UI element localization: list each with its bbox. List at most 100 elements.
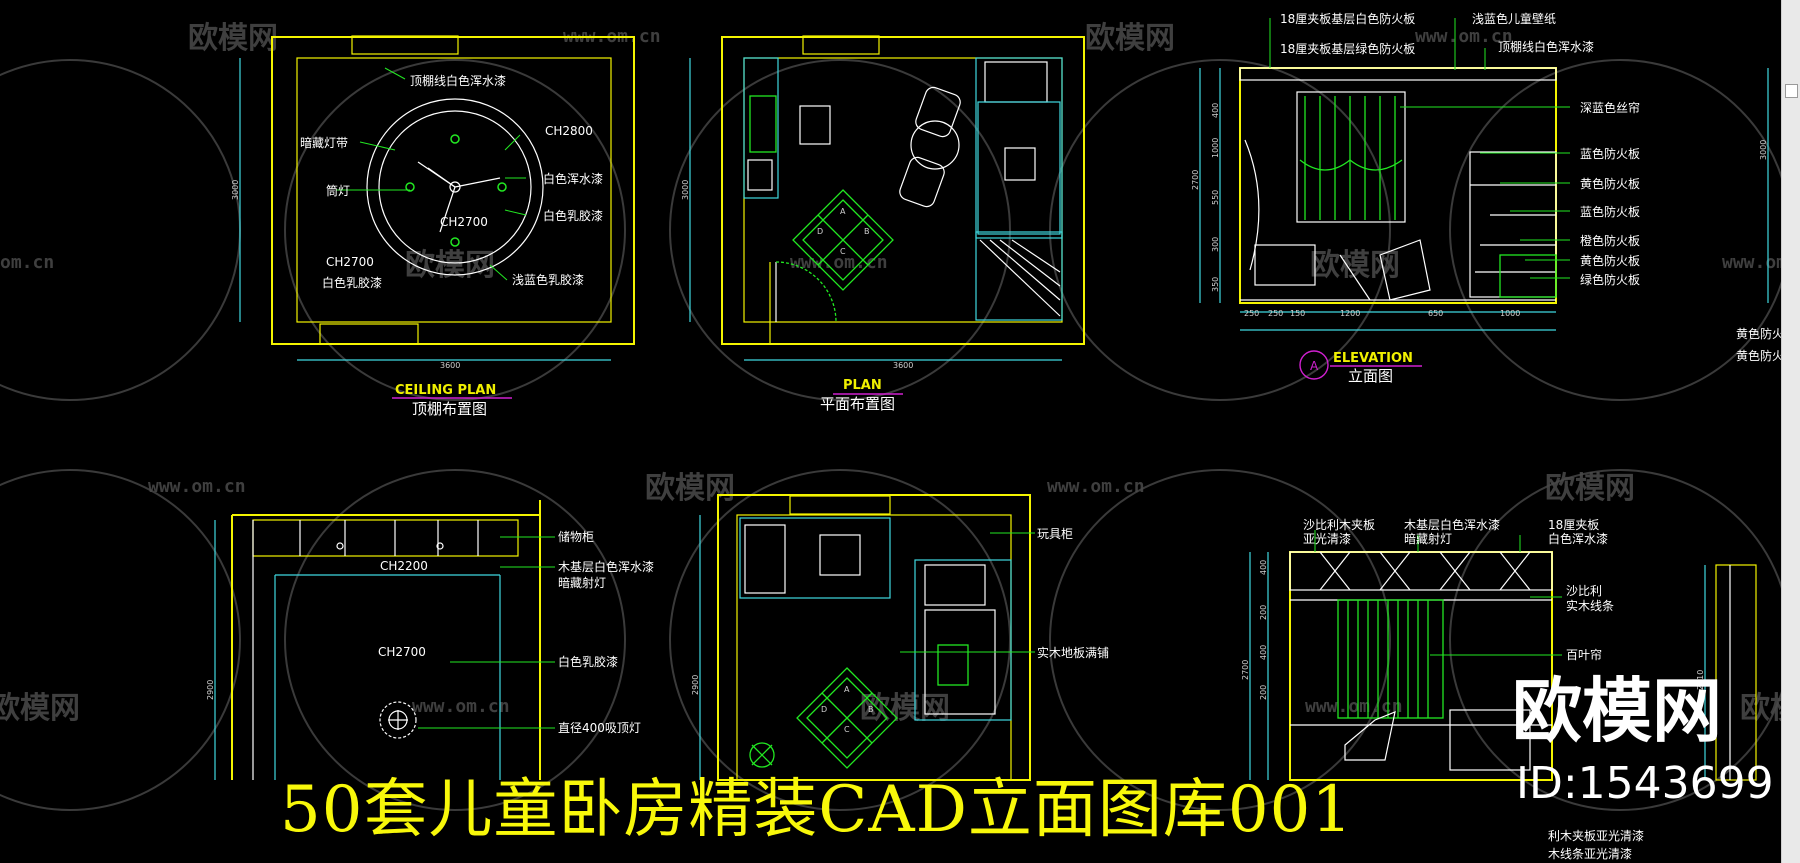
ceiling-plan-title-en: CEILING PLAN — [395, 383, 496, 398]
bed-icon — [739, 517, 891, 599]
elevation-marker-letter: A — [1310, 359, 1319, 373]
elevation2-label: 暗藏射灯 — [1404, 531, 1452, 546]
watermark-url: www.om.cn — [1047, 476, 1145, 497]
svg-text:D: D — [821, 705, 827, 714]
elevation-label: 顶棚线白色浑水漆 — [1498, 39, 1594, 54]
svg-text:250: 250 — [1244, 309, 1259, 318]
dim-height: 3000 — [681, 180, 690, 200]
svg-text:1000: 1000 — [1500, 309, 1520, 318]
elevation-label: 18厘夹板基层白色防火板 — [1280, 11, 1415, 26]
ceiling-label: 白色浑水漆 — [543, 171, 603, 186]
ceiling-light-icon — [379, 701, 417, 739]
chair-icon — [899, 86, 961, 208]
vertical-scrollbar[interactable] — [1781, 0, 1800, 863]
edge-label: 黄色防火板 — [1736, 326, 1782, 341]
scrollbar-thumb[interactable] — [1785, 84, 1798, 98]
svg-text:2700: 2700 — [1241, 660, 1250, 680]
plan2-label: 实木地板满铺 — [1037, 645, 1109, 660]
desk-icon — [914, 559, 1012, 721]
watermark-url: www.om.cn — [412, 696, 510, 717]
edge-label: 黄色防火板 — [1736, 348, 1782, 363]
elevation2-label: 利木夹板亚光清漆 — [1548, 829, 1644, 843]
svg-text:200: 200 — [1259, 685, 1268, 700]
ceiling-label: 浅蓝色乳胶漆 — [512, 272, 584, 287]
svg-text:200: 200 — [1259, 605, 1268, 620]
curtain-icon — [1296, 91, 1406, 223]
watermark-brand: 欧模网 — [860, 691, 950, 726]
plan2-label: 玩具柜 — [1037, 527, 1073, 541]
svg-text:400: 400 — [1259, 645, 1268, 660]
svg-text:300: 300 — [1211, 237, 1220, 252]
ceiling2-label: 储物柜 — [558, 529, 594, 544]
ceiling2-label: 暗藏射灯 — [558, 575, 606, 590]
blinds-icon — [1337, 599, 1444, 719]
ceiling2-label: 木基层白色浑水漆 — [558, 559, 654, 574]
plan-title-en: PLAN — [843, 378, 882, 393]
floor-plan-2-drawing[interactable]: A B C D 2900 玩具柜 实木地板满铺 — [691, 494, 1109, 781]
svg-text:2410: 2410 — [1696, 670, 1705, 690]
ceiling-label: CH2700 — [440, 215, 488, 229]
elevation2-label: 木基层白色浑水漆 — [1404, 517, 1500, 532]
watermark-url: www.om.cn — [790, 252, 888, 273]
plant-icon — [749, 742, 775, 768]
elevation-drawing[interactable]: 18厘夹板基层白色防火板 18厘夹板基层绿色防火板 浅蓝色儿童壁纸 顶棚线白色浑… — [1191, 11, 1769, 385]
elevation-2-drawing[interactable]: 400 200 400 200 2700 2410 沙比利木夹板 亚光清漆 木基… — [1241, 517, 1757, 861]
elevation-label: 橙色防火板 — [1580, 233, 1640, 248]
watermark-brand: 欧模网 — [645, 471, 735, 506]
dim-height: 3000 — [231, 180, 240, 200]
stairs-icon — [975, 231, 1063, 321]
ceiling-label: 白色乳胶漆 — [543, 208, 603, 223]
svg-text:A: A — [844, 685, 850, 694]
ceiling2-label: 直径400吸顶灯 — [558, 721, 641, 735]
svg-text:2700: 2700 — [1191, 170, 1200, 190]
shelving-icon — [1469, 151, 1557, 298]
elevation-title-cn: 立面图 — [1348, 367, 1393, 385]
svg-text:B: B — [868, 705, 874, 714]
desk-chair-elevation-icon — [1244, 139, 1431, 301]
svg-text:1200: 1200 — [1340, 309, 1360, 318]
svg-text:1000: 1000 — [1211, 138, 1220, 158]
ceiling-plan-drawing[interactable]: 3000 3600 顶棚线白色浑水漆 暗藏灯带 CH2800 白色浑水漆 筒灯 … — [231, 35, 635, 418]
ceiling-label: 白色乳胶漆 — [322, 275, 382, 290]
dim-width: 3600 — [440, 361, 460, 370]
elevation-label: 蓝色防火板 — [1580, 204, 1640, 219]
elevation2-label: 实木线条 — [1566, 598, 1614, 613]
elevation2-label: 沙比利 — [1566, 584, 1602, 598]
svg-text:250: 250 — [1268, 309, 1283, 318]
door-swing-icon — [769, 261, 837, 344]
svg-text:550: 550 — [1211, 190, 1220, 205]
watermark-circles — [0, 59, 1782, 811]
rug-letter: B — [864, 227, 870, 236]
elevation2-label: 百叶帘 — [1566, 647, 1602, 662]
watermark-brand: 欧模网 — [1740, 691, 1782, 726]
ceiling-label: 暗藏灯带 — [300, 135, 348, 150]
ceiling-label: 顶棚线白色浑水漆 — [410, 73, 506, 88]
ceiling2-label: 白色乳胶漆 — [558, 654, 618, 669]
ceiling-plan-2-drawing[interactable]: 2900 储物柜 CH2200 木基层白色浑水漆 暗藏射灯 CH2700 白色乳… — [206, 500, 654, 780]
svg-text:2900: 2900 — [691, 675, 700, 695]
ceiling2-label: CH2200 — [380, 559, 428, 573]
rug-icon: A B C D — [796, 667, 898, 769]
rug-letter: D — [817, 227, 823, 236]
elevation-label: 蓝色防火板 — [1580, 146, 1640, 161]
ceiling-label: CH2700 — [326, 255, 374, 269]
elevation-label: 黄色防火板 — [1580, 176, 1640, 191]
rug-icon: A B C D — [792, 189, 894, 291]
svg-text:400: 400 — [1211, 103, 1220, 118]
svg-text:650: 650 — [1428, 309, 1443, 318]
watermark-url: om.cn — [0, 252, 54, 273]
elevation2-label: 亚光清漆 — [1303, 532, 1351, 546]
bed-icon — [975, 57, 1063, 239]
watermark-url: www.om.cn — [1415, 26, 1513, 47]
ceiling2-label: CH2700 — [378, 645, 426, 659]
watermark-brand: 欧模网 — [0, 691, 80, 726]
floor-plan-drawing[interactable]: A B C D 3000 3600 PLAN 平面布置图 — [681, 35, 1085, 413]
downlight-icon — [405, 134, 507, 247]
svg-text:350: 350 — [1211, 277, 1220, 292]
plan-title-cn: 平面布置图 — [820, 395, 895, 413]
ceiling-label: 筒灯 — [326, 183, 350, 198]
watermark-brand: 欧模网 — [188, 21, 278, 56]
dim-width: 3600 — [893, 361, 913, 370]
brand-logo: 欧模网 — [1512, 670, 1722, 752]
